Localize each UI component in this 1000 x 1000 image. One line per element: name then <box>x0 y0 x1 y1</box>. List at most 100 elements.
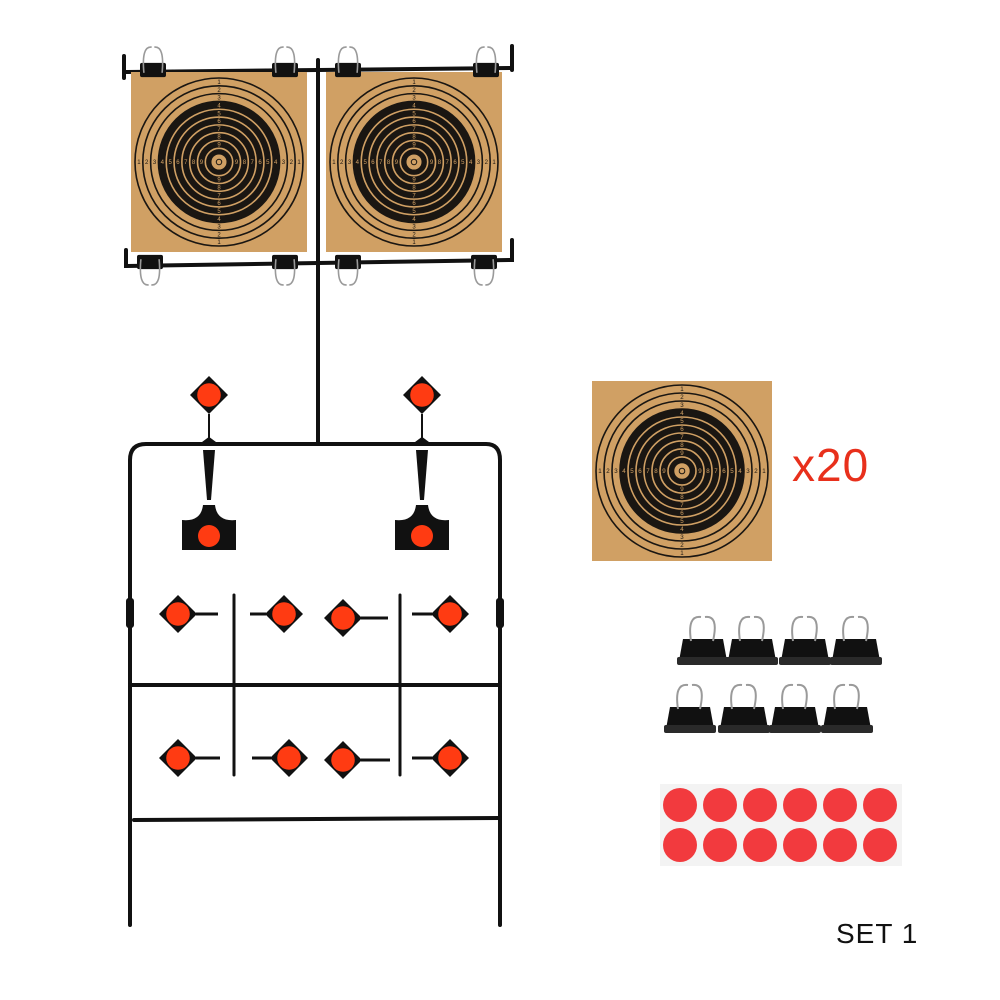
ring-number: 3 <box>348 160 352 166</box>
ring-number: 9 <box>698 468 702 475</box>
ring-number: 7 <box>217 127 221 133</box>
target-ring <box>134 77 304 247</box>
clip-body <box>473 62 499 78</box>
bottom-clip <box>335 254 361 286</box>
target-ring <box>667 456 697 486</box>
target-ring <box>376 124 452 200</box>
ring-number: 7 <box>680 502 684 509</box>
ring-number: 6 <box>453 160 457 166</box>
ring-number: 7 <box>646 468 650 475</box>
bottom-clip <box>471 254 497 286</box>
clip-wire <box>139 259 149 286</box>
clip-wire <box>151 259 161 286</box>
ring-number: 1 <box>297 160 301 166</box>
spinner-diamond <box>324 599 362 637</box>
target-ring <box>157 100 281 224</box>
target-ring <box>595 384 769 558</box>
clip-edge <box>664 725 716 733</box>
ring-number: 2 <box>217 88 221 94</box>
ring-number: 6 <box>722 468 726 475</box>
ring-number: 1 <box>137 160 141 166</box>
ring-number: 1 <box>217 80 221 86</box>
ring-number: 5 <box>461 160 465 166</box>
ring-number: 8 <box>412 135 416 141</box>
clip-wire <box>337 46 347 73</box>
spinner-plates <box>159 376 469 779</box>
ring-number: 1 <box>412 80 416 86</box>
ring-number: 5 <box>412 209 416 215</box>
ring-number: 2 <box>485 160 489 166</box>
ring-number: 8 <box>387 160 391 166</box>
clip-body <box>832 639 880 661</box>
clip-wire <box>487 46 497 73</box>
set-label: SET 1 <box>836 918 919 949</box>
red-sticker <box>823 828 857 862</box>
red-sticker <box>863 788 897 822</box>
ring-number: 3 <box>282 160 286 166</box>
ring-number: 1 <box>598 468 602 475</box>
ring-number: 8 <box>680 494 684 501</box>
spinner-diamond <box>270 739 308 777</box>
red-sticker <box>743 788 777 822</box>
clip-wire <box>676 683 703 710</box>
plate-face <box>166 602 190 626</box>
target-ring <box>188 131 250 193</box>
target-ring <box>651 440 713 502</box>
clip-body <box>471 254 497 270</box>
ring-number: 8 <box>217 135 221 141</box>
ring-number: 5 <box>266 160 270 166</box>
spinner-diamond <box>324 741 362 779</box>
target-ring <box>352 100 476 224</box>
ring-number: 1 <box>412 240 416 246</box>
red-sticker <box>743 828 777 862</box>
ring-number: 2 <box>412 232 416 238</box>
ring-number: 8 <box>654 468 658 475</box>
clip-wire <box>154 46 164 73</box>
sticker-sheet <box>660 784 902 866</box>
binder-clip <box>779 615 831 665</box>
clip-edge <box>769 725 821 733</box>
target-center <box>211 154 227 170</box>
clip-wire <box>730 683 757 710</box>
ring-number: 9 <box>662 468 666 475</box>
ring-number: 3 <box>153 160 157 166</box>
binder-clip <box>830 615 882 665</box>
clip-edge <box>718 725 770 733</box>
ring-number: 3 <box>680 402 684 409</box>
ring-number: 4 <box>412 217 416 223</box>
binder-clip <box>664 683 716 733</box>
target-x-ring <box>678 467 686 475</box>
top-bar <box>122 44 514 80</box>
red-sticker <box>783 788 817 822</box>
red-sticker <box>783 828 817 862</box>
spinner-diamond <box>431 595 469 633</box>
ring-number: 3 <box>217 96 221 102</box>
ring-number: 9 <box>200 160 204 166</box>
top-clip <box>335 46 361 78</box>
quantity-label: x20 <box>792 439 870 491</box>
ring-number: 3 <box>477 160 481 166</box>
clip-wire <box>286 46 296 73</box>
mounting-clips <box>137 46 499 286</box>
red-sticker <box>823 788 857 822</box>
side-clamp-right <box>496 598 504 628</box>
clip-body <box>720 707 768 729</box>
ring-number: 9 <box>412 143 416 149</box>
ring-number: 4 <box>161 160 165 166</box>
ring-number: 6 <box>176 160 180 166</box>
ring-number: 7 <box>412 127 416 133</box>
top-clip <box>473 46 499 78</box>
swing-plate-face <box>198 525 220 547</box>
ring-number: 5 <box>217 111 221 117</box>
spinner-diamond <box>159 595 197 633</box>
top-swing-diamond <box>403 376 441 414</box>
clip-body <box>272 254 298 270</box>
ring-number: 2 <box>412 88 416 94</box>
ring-number: 4 <box>356 160 360 166</box>
clip-edge <box>779 657 831 665</box>
binder-clip <box>769 683 821 733</box>
clip-edge <box>677 657 729 665</box>
target-ring <box>344 92 484 232</box>
ring-number: 7 <box>184 160 188 166</box>
